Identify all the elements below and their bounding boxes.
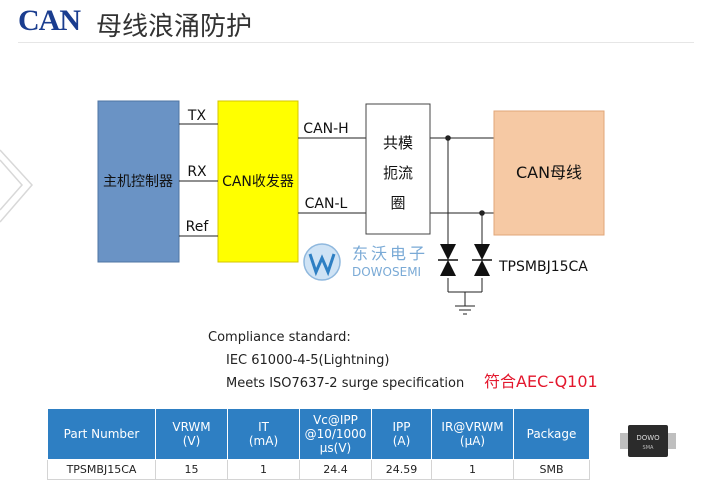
cell-part-number: TPSMBJ15CA: [47, 459, 156, 480]
rx-signal-label: RX: [187, 164, 207, 180]
can-bus-label: CAN母线: [516, 163, 582, 182]
chip-marking-1: DOWO: [636, 434, 660, 442]
dowosemi-logo-icon: [303, 243, 341, 281]
col-header-part-number: Part Number: [47, 408, 156, 460]
table-header-row: Part Number VRWM(V) IT(mA) Vc@IPP@10/100…: [47, 408, 590, 460]
main-controller-block: [97, 100, 180, 263]
chip-marking-2: SMA: [643, 445, 654, 451]
cell-vc: 24.4: [299, 459, 372, 480]
col-header-package: Package: [513, 408, 590, 460]
smb-package-icon: DOWO SMA: [620, 425, 676, 457]
col-header-it: IT(mA): [227, 408, 300, 460]
cell-it: 1: [227, 459, 300, 480]
compliance-heading: Compliance standard:: [208, 330, 351, 345]
can-bus-block: [493, 110, 605, 236]
page-title: 母线浪涌防护: [96, 12, 253, 42]
aec-q101-note: 符合AEC-Q101: [484, 372, 598, 391]
can-l-label: CAN-L: [305, 196, 348, 212]
tvs-part-label: TPSMBJ15CA: [498, 259, 588, 275]
choke-label-line-3: 圈: [390, 194, 405, 212]
watermark-cn: 东沃电子: [352, 244, 428, 263]
cell-package: SMB: [513, 459, 590, 480]
table-row: TPSMBJ15CA 15 1 24.4 24.59 1 SMB: [47, 459, 590, 480]
watermark-en: DOWOSEMI: [352, 265, 421, 279]
choke-label-line-2: 扼流: [383, 164, 413, 182]
col-header-vrwm: VRWM(V): [155, 408, 228, 460]
col-header-ir: IR@VRWM(µA): [431, 408, 514, 460]
choke-label-line-1: 共模: [383, 134, 413, 152]
dowosemi-watermark: 东沃电子 DOWOSEMI: [303, 243, 428, 281]
spec-table: Part Number VRWM(V) IT(mA) Vc@IPP@10/100…: [47, 408, 590, 480]
tx-signal-label: TX: [187, 108, 207, 124]
col-header-ipp: IPP(A): [371, 408, 432, 460]
compliance-item: Meets ISO7637-2 surge specification: [226, 376, 465, 391]
title-divider: [18, 42, 694, 43]
cell-vrwm: 15: [155, 459, 228, 480]
tvs-diode-left-icon: [438, 244, 458, 276]
decorative-chevron-icon: [0, 149, 34, 223]
can-logo: CAN: [18, 4, 81, 37]
cell-ipp: 24.59: [371, 459, 432, 480]
tvs-diode-right-icon: [472, 244, 492, 276]
circuit-diagram: 主机控制器 CAN收发器 TX RX Ref CAN-H CAN-L 共模 扼流…: [0, 100, 605, 315]
compliance-item: IEC 61000-4-5(Lightning): [226, 353, 390, 368]
compliance-section: Compliance standard: IEC 61000-4-5(Light…: [208, 330, 464, 399]
cell-ir: 1: [431, 459, 514, 480]
can-transceiver-label: CAN收发器: [222, 174, 294, 190]
ref-signal-label: Ref: [186, 219, 210, 235]
main-controller-label: 主机控制器: [103, 174, 173, 190]
can-h-label: CAN-H: [303, 121, 348, 137]
common-mode-choke-block: [365, 103, 431, 235]
